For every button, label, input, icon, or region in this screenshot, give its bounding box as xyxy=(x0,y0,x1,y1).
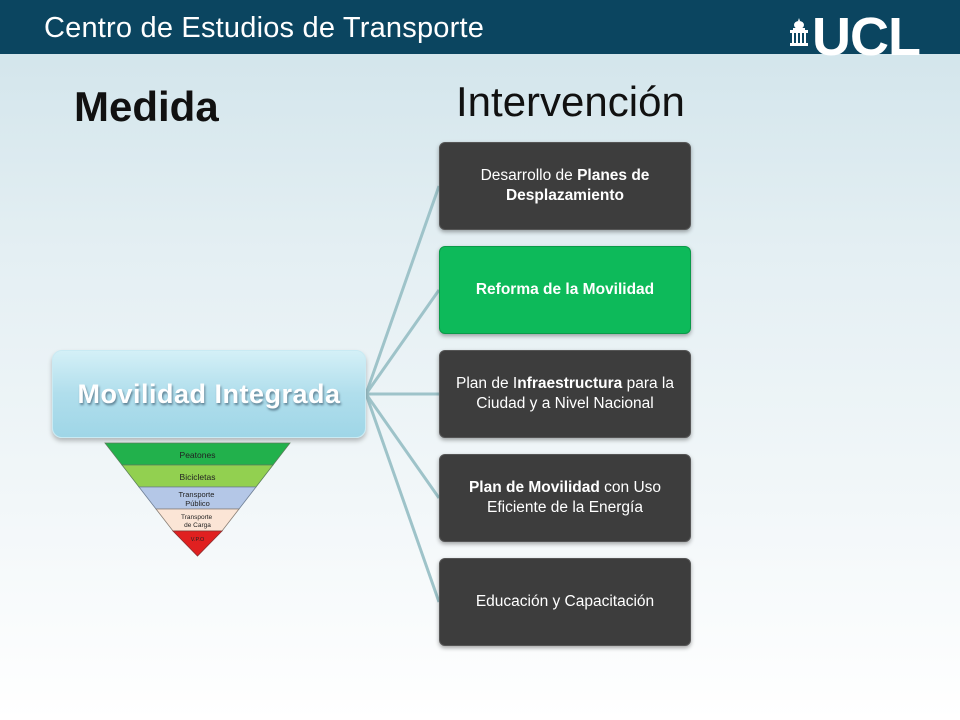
root-label: Movilidad Integrada xyxy=(77,378,341,409)
pyramid-label: Peatones xyxy=(180,450,216,460)
pyramid-label-transporte: Transporte xyxy=(181,514,213,521)
node-text-prefix: Educación y Capacitación xyxy=(475,593,655,610)
node-text-prefix: Plan de I xyxy=(456,375,518,392)
connector-line xyxy=(364,393,441,499)
pyramid-label: Transporte Público xyxy=(178,490,216,508)
root-node: Movilidad Integrada xyxy=(52,350,366,438)
header-bar: Centro de Estudios de Transporte UCL xyxy=(0,0,960,67)
node-text: Educación y Capacitación xyxy=(476,592,654,612)
node-text-prefix: Desarrollo de xyxy=(480,167,578,184)
connector-line xyxy=(364,393,441,603)
node-text-bold: Planes de Desplazamiento xyxy=(505,167,650,204)
node-text-suffix: con Uso Eficiente de la Energía xyxy=(487,479,662,516)
node-planes-desplazamiento: Desarrollo de Planes de Desplazamiento xyxy=(439,142,691,230)
heading-intervencion: Intervención xyxy=(456,78,685,125)
pyramid-label: Bicicletas xyxy=(180,472,216,482)
node-text: Desarrollo de Planes de Desplazamiento xyxy=(446,166,684,206)
portico-icon xyxy=(790,18,808,46)
pyramid-label: V.P.O xyxy=(191,537,205,543)
node-text-bold: nfraestructura xyxy=(517,375,623,392)
logo-text: UCL xyxy=(812,7,921,67)
node-plan-movilidad-energia: Plan de Movilidad con Uso Eficiente de l… xyxy=(439,454,691,542)
node-reforma-movilidad: Reforma de la Movilidad xyxy=(439,246,691,334)
node-text: Plan de Movilidad con Uso Eficiente de l… xyxy=(446,478,684,518)
pyramid-label-carga: de Carga xyxy=(184,522,211,529)
header-title: Centro de Estudios de Transporte xyxy=(44,12,485,44)
pyramid-label-publico: Público xyxy=(185,499,210,508)
connector-line xyxy=(364,185,441,395)
node-text: Plan de Infraestructura para la Ciudad y… xyxy=(446,374,684,414)
node-text-suffix: para la Ciudad y a Nivel Nacional xyxy=(476,375,674,412)
heading-medida: Medida xyxy=(74,83,219,130)
node-text-bold: Plan de Movilidad xyxy=(468,479,600,496)
ucl-logo: UCL xyxy=(790,7,950,67)
node-text: Reforma de la Movilidad xyxy=(476,280,654,300)
pyramid-label: Transporte de Carga xyxy=(181,514,214,529)
pyramid-level-vpo xyxy=(172,530,223,557)
connector-line xyxy=(364,289,441,395)
pyramid-label-transporte: Transporte xyxy=(178,490,214,499)
node-text-bold: Reforma de la Movilidad xyxy=(475,281,655,298)
node-educacion-capacitacion: Educación y Capacitación xyxy=(439,558,691,646)
node-plan-infraestructura: Plan de Infraestructura para la Ciudad y… xyxy=(439,350,691,438)
